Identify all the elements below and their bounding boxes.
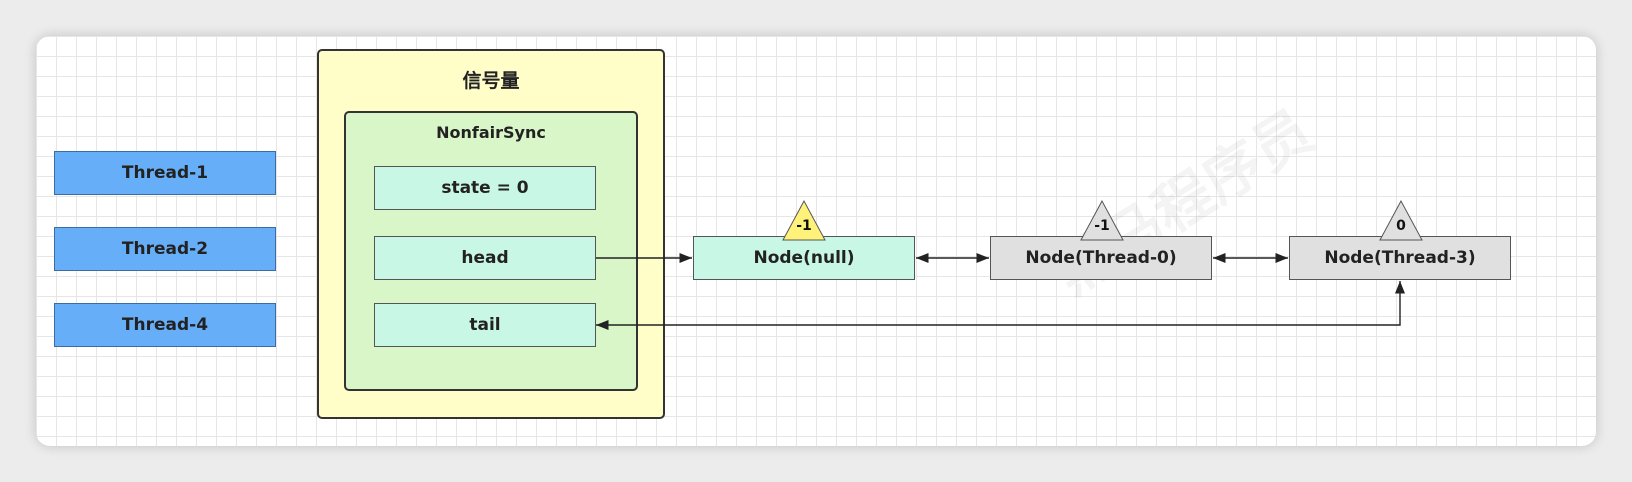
status-triangle-node-thread-3 [1379, 199, 1423, 241]
head-label: head [461, 248, 509, 268]
state-label: state = 0 [441, 178, 529, 198]
thread-2-box[interactable]: Thread-2 [54, 227, 276, 271]
node-label: Node(Thread-3) [1324, 248, 1476, 268]
node-null-box[interactable]: Node(null) [693, 236, 915, 280]
thread-label: Thread-1 [121, 163, 209, 183]
node-thread-0-status: -1 [1094, 218, 1110, 234]
status-triangle-node-null [782, 199, 826, 241]
head-field[interactable]: head [374, 236, 596, 280]
status-triangle-node-thread-0 [1080, 199, 1124, 241]
tail-pointer-arrow [596, 281, 1406, 331]
node-label: Node(null) [753, 248, 855, 268]
node-thread-0-box[interactable]: Node(Thread-0) [990, 236, 1212, 280]
thread-label: Thread-2 [121, 239, 209, 259]
state-field[interactable]: state = 0 [374, 166, 596, 210]
nonfair-sync-title: NonfairSync [436, 123, 546, 142]
diagram-canvas: 黑马程序员 黑马程序员 Thread-1 Thread-2 Thread-4 信… [36, 36, 1596, 446]
semaphore-title: 信号量 [462, 70, 520, 92]
tail-label: tail [469, 315, 501, 335]
tail-field[interactable]: tail [374, 303, 596, 347]
thread-label: Thread-4 [121, 315, 209, 335]
thread-4-box[interactable]: Thread-4 [54, 303, 276, 347]
thread-1-box[interactable]: Thread-1 [54, 151, 276, 195]
link-layer [596, 199, 1423, 331]
node-null-status: -1 [796, 218, 812, 234]
node-thread-3-status: 0 [1396, 218, 1406, 234]
node-label: Node(Thread-0) [1025, 248, 1177, 268]
